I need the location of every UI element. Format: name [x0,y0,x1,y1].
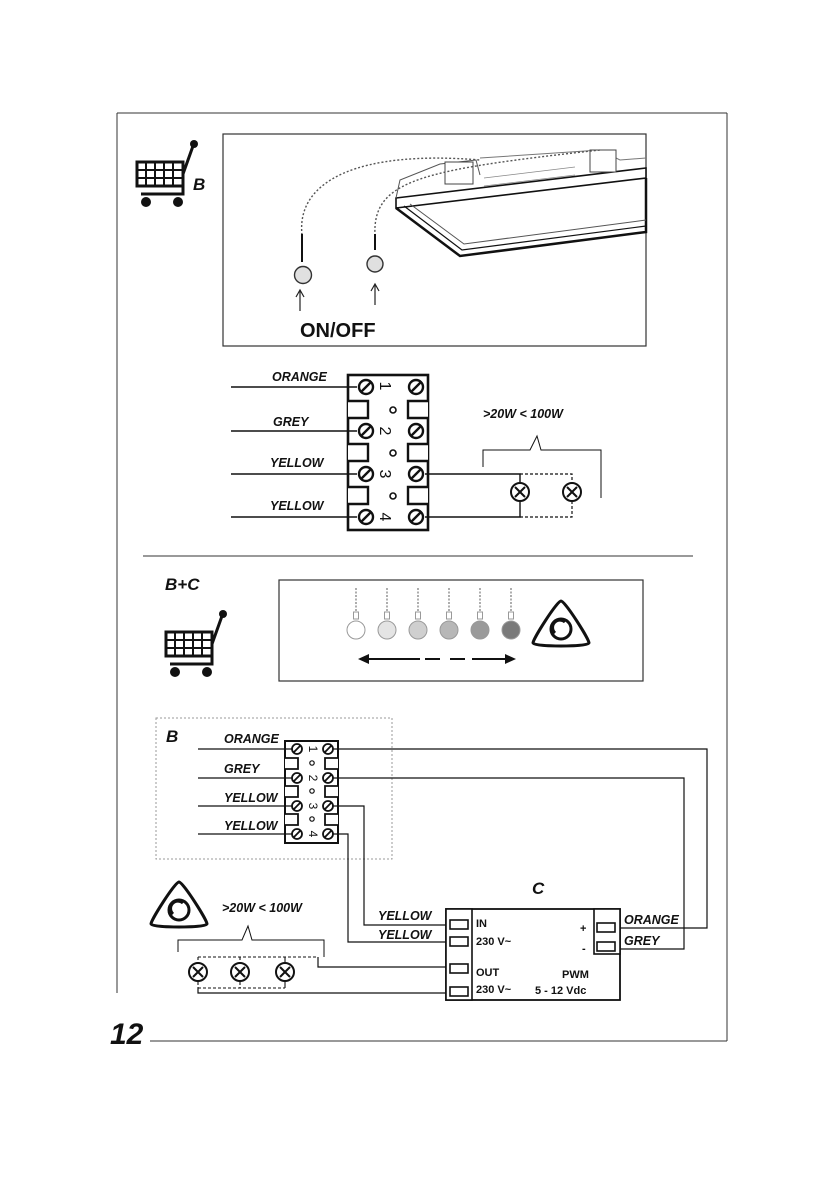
terminal-2-label: 2 [376,427,393,436]
small-terminal-3-label: 3 [306,803,320,810]
controller-yellow-2-label: YELLOW [378,928,433,942]
bulb-cap [508,611,514,620]
wire-yellow-1-label: YELLOW [270,456,325,470]
lamp-load-c [188,956,318,989]
controller-c-tag: C [532,879,545,898]
controller-pwm-range: 5 - 12 Vdc [535,985,586,997]
dimming-bulb-1 [346,620,366,640]
load-range-label-2: >20W < 100W [222,901,303,915]
controller-minus-label: - [582,943,586,955]
lamp-icon [230,962,250,982]
dimming-bulbs [346,588,521,640]
small-wire-yellow-1-label: YELLOW [224,791,279,805]
controller-plus-label: + [580,923,586,935]
input-wires-small [198,748,292,835]
terminal-4-label: 4 [376,513,393,522]
controller-in-voltage: 230 V~ [476,936,512,948]
lamp-icon [275,962,295,982]
dimming-bulb-3 [408,620,428,640]
input-wires-b [231,386,357,518]
load-range-label: >20W < 100W [483,407,564,421]
controller-out-voltage: 230 V~ [476,984,512,996]
lamp-load-b [425,434,602,518]
small-terminal-2-label: 2 [306,775,320,782]
option-b-dashed-box [155,717,393,860]
page-frame [116,112,728,1042]
lamp-icon [510,482,530,502]
wire-grey-label: GREY [273,415,310,429]
bulb-cap [477,611,483,620]
dimming-bulb-4 [439,620,459,640]
hood-illustration [293,149,648,311]
small-wire-grey-label: GREY [224,762,261,776]
load-bracket [177,924,325,957]
wire-orange-label: ORANGE [272,370,328,384]
on-off-label: ON/OFF [300,320,376,342]
controller-orange-label: ORANGE [624,913,680,927]
controller-out-label: OUT [476,967,500,979]
dimming-arrow [358,654,516,664]
small-wire-orange-label: ORANGE [224,732,280,746]
page-number: 12 [110,1018,144,1051]
controller-yellow-1-label: YELLOW [378,909,433,923]
bulb-cap [353,611,359,620]
wire-yellow-2-label: YELLOW [270,499,325,513]
shopping-cart-icon [135,138,200,209]
terminal-3-label: 3 [376,470,393,479]
controller-in-label: IN [476,918,487,930]
box-b-tag: B [166,727,178,746]
routing-wires [197,748,708,994]
pwm-controller [445,908,621,1001]
option-b-tag: B [193,175,205,194]
terminal-block-small [284,740,339,844]
terminal-block-b [346,373,430,532]
bulb-cap [415,611,421,620]
lamp-icon [562,482,582,502]
terminal-1-label: 1 [376,382,393,391]
small-terminal-4-label: 4 [306,831,320,838]
dimmer-knob-icon [149,880,209,929]
panel-bc: B+C [164,575,644,682]
controller-grey-label: GREY [624,934,661,948]
dimming-bulb-2 [377,620,397,640]
small-terminal-1-label: 1 [306,746,320,753]
bulb-cap [446,611,452,620]
dimming-bulb-5 [470,620,490,640]
controller-pwm-label: PWM [562,969,589,981]
dimming-bulb-6 [501,620,521,640]
shopping-cart-icon [164,608,229,679]
option-bc-tag: B+C [165,575,200,594]
lamp-icon [188,962,208,982]
small-wire-yellow-2-label: YELLOW [224,819,279,833]
wiring-b-c: B 1 2 3 4 ORANGE GREY YELLOW YELLOW [149,717,708,1001]
dimming-illustration-box [278,579,644,682]
bulb-cap [384,611,390,620]
panel-b: B ON/OFF [135,133,648,532]
